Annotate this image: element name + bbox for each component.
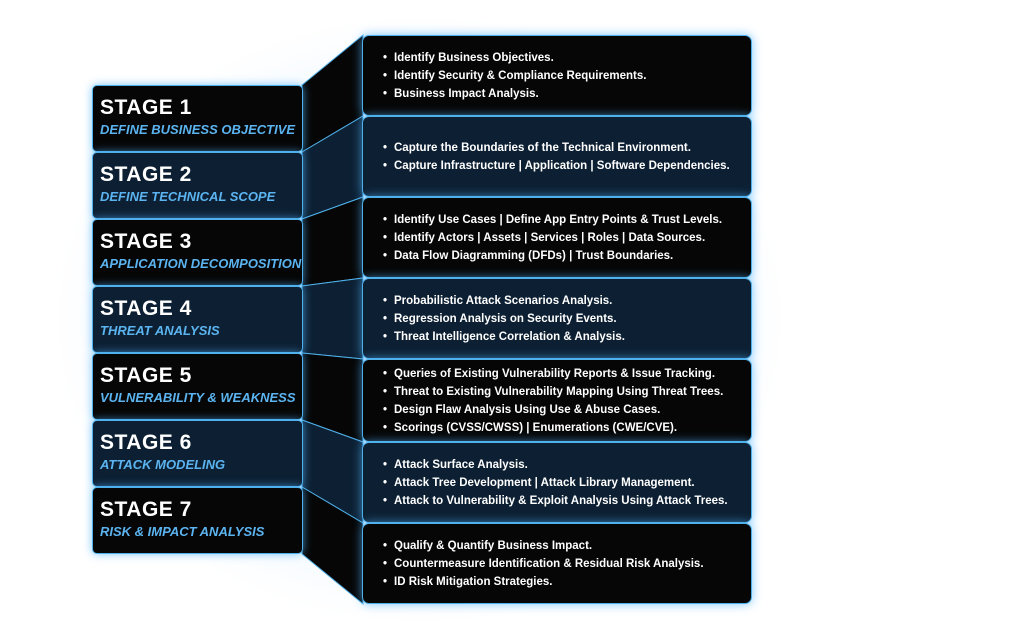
stage-7-card[interactable]: STAGE 7 RISK & IMPACT ANALYSIS: [92, 487, 303, 554]
stage-2-subtitle: DEFINE TECHNICAL SCOPE: [100, 189, 276, 204]
list-item: Threat to Existing Vulnerability Mapping…: [383, 383, 723, 401]
list-item: Business Impact Analysis.: [383, 85, 646, 103]
stage-6-title: STAGE 6: [100, 431, 192, 454]
stage-2-card[interactable]: STAGE 2 DEFINE TECHNICAL SCOPE: [92, 152, 303, 219]
list-item: Design Flaw Analysis Using Use & Abuse C…: [383, 401, 723, 419]
stage-4-list: Probabilistic Attack Scenarios Analysis.…: [363, 292, 625, 346]
stage-4-details: Probabilistic Attack Scenarios Analysis.…: [362, 278, 752, 359]
list-item: Regression Analysis on Security Events.: [383, 310, 625, 328]
list-item: Scorings (CVSS/CWSS) | Enumerations (CWE…: [383, 419, 723, 437]
stage-3-title: STAGE 3: [100, 230, 192, 253]
stage-4-card[interactable]: STAGE 4 THREAT ANALYSIS: [92, 286, 303, 353]
list-item: Qualify & Quantify Business Impact.: [383, 537, 704, 555]
list-item: Identify Security & Compliance Requireme…: [383, 67, 646, 85]
list-item: Queries of Existing Vulnerability Report…: [383, 365, 723, 383]
stage-6-list: Attack Surface Analysis. Attack Tree Dev…: [363, 456, 728, 510]
stage-1-list: Identify Business Objectives. Identify S…: [363, 49, 646, 103]
list-item: Probabilistic Attack Scenarios Analysis.: [383, 292, 625, 310]
stage-1-subtitle: DEFINE BUSINESS OBJECTIVE: [100, 122, 296, 137]
list-item: Identify Business Objectives.: [383, 49, 646, 67]
stage-6-subtitle: ATTACK MODELING: [100, 457, 226, 472]
stage-5-details: Queries of Existing Vulnerability Report…: [362, 359, 752, 442]
stage-6-card[interactable]: STAGE 6 ATTACK MODELING: [92, 420, 303, 487]
stage-4-title: STAGE 4: [100, 297, 192, 320]
stage-1-details: Identify Business Objectives. Identify S…: [362, 35, 752, 116]
list-item: Data Flow Diagramming (DFDs) | Trust Bou…: [383, 247, 722, 265]
list-item: Capture Infrastructure | Application | S…: [383, 157, 730, 175]
list-item: Identify Use Cases | Define App Entry Po…: [383, 211, 722, 229]
stage-7-subtitle: RISK & IMPACT ANALYSIS: [100, 524, 265, 539]
list-item: Countermeasure Identification & Residual…: [383, 555, 704, 573]
stage-2-title: STAGE 2: [100, 163, 192, 186]
stage-5-list: Queries of Existing Vulnerability Report…: [363, 365, 723, 437]
list-item: Attack to Vulnerability & Exploit Analys…: [383, 492, 728, 510]
stage-3-card[interactable]: STAGE 3 APPLICATION DECOMPOSITION: [92, 219, 303, 286]
stage-7-details: Qualify & Quantify Business Impact. Coun…: [362, 523, 752, 604]
list-item: Identify Actors | Assets | Services | Ro…: [383, 229, 722, 247]
stage-2-list: Capture the Boundaries of the Technical …: [363, 139, 730, 175]
stage-5-subtitle: VULNERABILITY & WEAKNESS: [100, 390, 296, 405]
list-item: Attack Tree Development | Attack Library…: [383, 474, 728, 492]
stage-7-list: Qualify & Quantify Business Impact. Coun…: [363, 537, 704, 591]
stage-1-card[interactable]: STAGE 1 DEFINE BUSINESS OBJECTIVE: [92, 85, 303, 152]
stage-3-details: Identify Use Cases | Define App Entry Po…: [362, 197, 752, 278]
list-item: Attack Surface Analysis.: [383, 456, 728, 474]
stage-1-title: STAGE 1: [100, 96, 192, 119]
connector-stage-4: [301, 277, 364, 360]
stage-2-details: Capture the Boundaries of the Technical …: [362, 116, 752, 197]
stage-6-details: Attack Surface Analysis. Attack Tree Dev…: [362, 442, 752, 523]
stage-5-title: STAGE 5: [100, 364, 192, 387]
stage-3-subtitle: APPLICATION DECOMPOSITION: [100, 256, 302, 271]
stage-7-title: STAGE 7: [100, 498, 192, 521]
stage-5-card[interactable]: STAGE 5 VULNERABILITY & WEAKNESS: [92, 353, 303, 420]
list-item: Threat Intelligence Correlation & Analys…: [383, 328, 625, 346]
stage-3-list: Identify Use Cases | Define App Entry Po…: [363, 211, 722, 265]
stage-4-subtitle: THREAT ANALYSIS: [100, 323, 220, 338]
list-item: ID Risk Mitigation Strategies.: [383, 573, 704, 591]
list-item: Capture the Boundaries of the Technical …: [383, 139, 730, 157]
